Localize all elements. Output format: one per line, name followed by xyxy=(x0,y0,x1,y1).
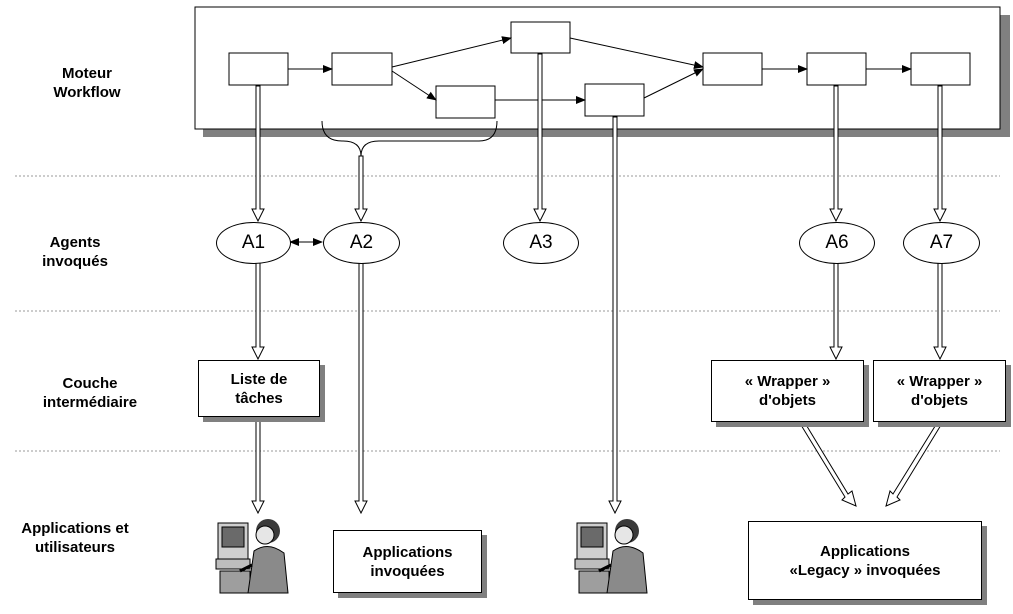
arrow-step7-a6 xyxy=(829,85,843,223)
invoked-applications-box: Applications invoquées xyxy=(333,530,482,593)
step-8 xyxy=(910,52,971,86)
agent-a1: A1 xyxy=(216,222,291,264)
arrow-wrapper-legacy-1 xyxy=(800,422,857,507)
step-5 xyxy=(584,83,645,117)
wrapper-label: d'objets xyxy=(911,392,968,409)
step-3 xyxy=(510,21,571,54)
step-2 xyxy=(331,52,393,86)
task-list-label: tâches xyxy=(235,389,283,407)
arrow-a2-apps xyxy=(354,261,368,515)
arrow-wrapper-legacy-2 xyxy=(885,422,942,507)
object-wrapper-box: « Wrapper » d'objets xyxy=(711,360,864,422)
step-4 xyxy=(435,85,496,119)
lane-label-middleware: Couche intermédiaire xyxy=(20,374,160,412)
invoked-applications-label: invoquées xyxy=(370,562,445,580)
lane-label-engine: Moteur Workflow xyxy=(22,64,152,102)
arrow-tasklist-user xyxy=(251,417,265,515)
arrow-a7-wrapper xyxy=(933,261,947,361)
invocation-arrows xyxy=(251,53,947,515)
task-list-box: Liste de tâches xyxy=(198,360,320,417)
agent-a3: A3 xyxy=(503,222,579,264)
lane-label-line: Workflow xyxy=(53,84,121,101)
step-7 xyxy=(806,52,867,86)
workflow-transitions xyxy=(288,36,912,104)
arrow-a1-tasklist xyxy=(251,261,265,361)
legacy-applications-label: «Legacy » invoquées xyxy=(789,561,941,579)
arrow-a6-wrapper xyxy=(829,261,843,361)
wrapper-label: d'objets xyxy=(759,392,816,409)
arrow-step3-a3 xyxy=(533,53,547,223)
process-steps xyxy=(228,21,971,119)
lane-label-line: Agents xyxy=(49,234,101,251)
lane-label-line: Moteur xyxy=(62,65,112,82)
wrapper-label: « Wrapper » xyxy=(744,373,831,390)
workflow-engine-container xyxy=(194,6,1010,137)
agent-a6: A6 xyxy=(799,222,875,264)
object-wrapper-box: « Wrapper » d'objets xyxy=(873,360,1006,422)
invoked-applications-label: Applications xyxy=(362,543,453,561)
agent-a7: A7 xyxy=(903,222,980,264)
arrow-step1-a1 xyxy=(251,85,265,223)
wrapper-label: « Wrapper » xyxy=(896,373,983,390)
agent-a2: A2 xyxy=(323,222,400,264)
arrow-brace-a2 xyxy=(354,155,368,223)
lane-label-apps: Applications et utilisateurs xyxy=(0,519,150,557)
user-at-computer-icon xyxy=(574,519,648,594)
user-at-computer-icon xyxy=(215,519,289,594)
lane-label-line: Applications et xyxy=(21,520,129,537)
arrow-step5-user xyxy=(608,116,622,515)
step-6 xyxy=(702,52,763,86)
lane-label-line: Couche xyxy=(62,375,118,392)
lane-label-line: utilisateurs xyxy=(34,539,116,556)
lane-label-agents: Agents invoqués xyxy=(10,233,140,271)
step-1 xyxy=(228,52,289,86)
lane-label-line: invoqués xyxy=(42,253,108,270)
task-list-label: Liste de xyxy=(230,370,288,388)
legacy-applications-box: Applications «Legacy » invoquées xyxy=(748,521,982,600)
lane-label-line: intermédiaire xyxy=(42,394,138,411)
legacy-applications-label: Applications xyxy=(819,542,910,560)
arrow-step8-a7 xyxy=(933,85,947,223)
